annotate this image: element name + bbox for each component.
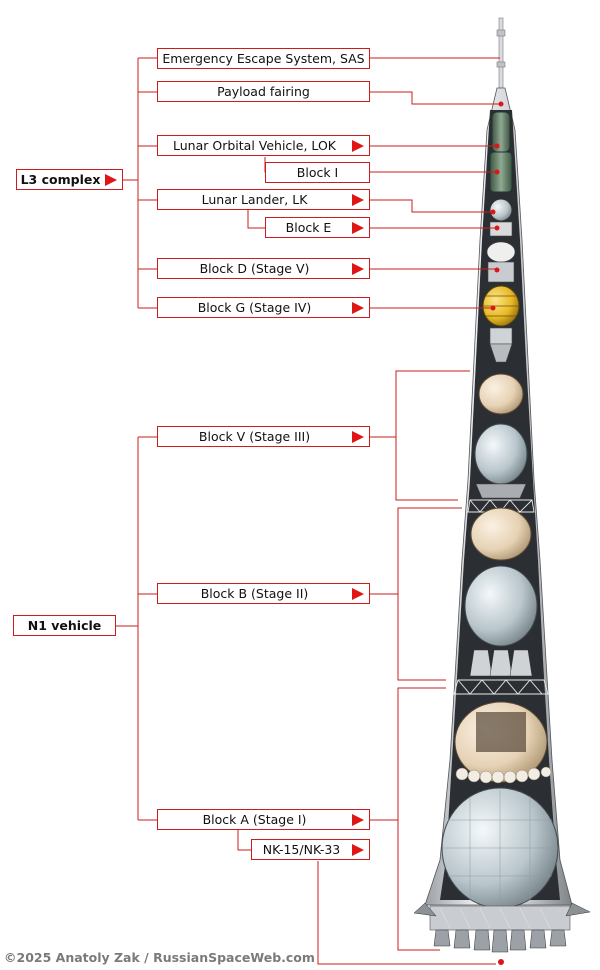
label-block-i: Block I: [265, 162, 370, 183]
label-block-g-text: Block G (Stage IV): [197, 300, 312, 315]
label-sas: Emergency Escape System, SAS: [157, 48, 370, 69]
label-block-a-text: Block A (Stage I): [202, 812, 307, 827]
pointer-arrow-icon: [352, 431, 364, 443]
label-block-e-text: Block E: [285, 220, 332, 235]
label-nk-engines-text: NK-15/NK-33: [262, 842, 341, 857]
label-n1-vehicle: N1 vehicle: [13, 615, 116, 636]
leader-lines: [116, 57, 501, 965]
label-block-v: Block V (Stage III): [157, 426, 370, 447]
pointer-arrow-icon: [352, 194, 364, 206]
label-l3-complex: L3 complex: [16, 169, 123, 190]
pointer-arrow-icon: [352, 844, 364, 856]
rocket-body: [413, 17, 591, 965]
label-payload-fairing: Payload fairing: [157, 81, 370, 102]
label-block-g: Block G (Stage IV): [157, 297, 370, 318]
label-lk-text: Lunar Lander, LK: [201, 192, 308, 207]
label-block-b: Block B (Stage II): [157, 583, 370, 604]
copyright-credit: ©2025 Anatoly Zak / RussianSpaceWeb.com: [4, 950, 315, 965]
label-block-a: Block A (Stage I): [157, 809, 370, 830]
pointer-arrow-icon: [352, 302, 364, 314]
pointer-arrow-icon: [352, 814, 364, 826]
label-nk-engines: NK-15/NK-33: [251, 839, 370, 860]
label-lok-text: Lunar Orbital Vehicle, LOK: [173, 138, 336, 153]
label-block-e: Block E: [265, 217, 370, 238]
pointer-arrow-icon: [352, 140, 364, 152]
pointer-arrow-icon: [352, 588, 364, 600]
label-block-d: Block D (Stage V): [157, 258, 370, 279]
label-block-b-text: Block B (Stage II): [200, 586, 309, 601]
pointer-arrow-icon: [105, 174, 117, 186]
label-lok: Lunar Orbital Vehicle, LOK: [157, 135, 370, 156]
label-block-d-text: Block D (Stage V): [199, 261, 310, 276]
label-l3-complex-text: L3 complex: [20, 172, 101, 187]
pointer-arrow-icon: [352, 222, 364, 234]
label-lk: Lunar Lander, LK: [157, 189, 370, 210]
pointer-arrow-icon: [352, 263, 364, 275]
label-block-v-text: Block V (Stage III): [198, 429, 311, 444]
